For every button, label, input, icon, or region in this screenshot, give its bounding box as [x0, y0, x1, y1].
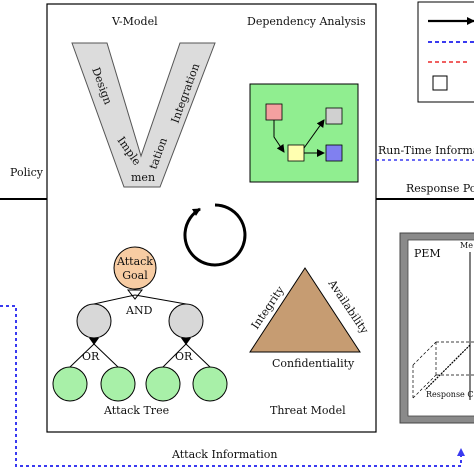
policy-label: Policy: [10, 166, 44, 179]
legend-square: [432, 75, 448, 91]
threat-model-title: Threat Model: [270, 404, 346, 417]
node-red: [265, 103, 283, 121]
pem-axis-diagonal: [424, 344, 471, 391]
dependency-analysis-title: Dependency Analysis: [247, 15, 366, 28]
or-gate-left-icon: [89, 338, 99, 345]
or-label-left: OR: [82, 350, 100, 363]
node-gray: [325, 107, 343, 125]
v-model-title: V-Model: [111, 15, 158, 28]
implementation-part2: men: [131, 171, 155, 184]
confidentiality-label: Confidentiality: [272, 357, 355, 370]
attack-information-label: Attack Information: [171, 448, 278, 461]
pem-dashed-plane: [412, 341, 474, 399]
tree-mid-right: [168, 303, 204, 339]
v-shape: [71, 42, 216, 188]
tree-leaf-3: [145, 366, 181, 402]
tree-leaf-2: [100, 366, 136, 402]
edge-goal-right: [134, 294, 187, 305]
or-label-right: OR: [175, 350, 193, 363]
attack-tree-title: Attack Tree: [103, 404, 169, 417]
or-gate-right-icon: [181, 338, 191, 345]
response-policy-label: Response Po: [406, 182, 474, 195]
and-gate-icon: [126, 289, 144, 300]
attack-goal-line1: Attack: [116, 255, 153, 268]
node-yellow: [287, 144, 305, 162]
pem-me-label: Me: [460, 241, 473, 250]
edge-mid-left-leaf1: [69, 343, 95, 368]
edge-mid-right-leaf2: [185, 343, 211, 368]
edge-mid-right-leaf1: [162, 343, 187, 368]
and-label: AND: [125, 304, 153, 317]
attack-information-line: [0, 305, 465, 467]
tree-leaf-4: [192, 366, 228, 402]
edge-red-to-yellow: [273, 120, 285, 153]
tree-leaf-1: [52, 366, 88, 402]
run-time-information-label: Run-Time Informa: [378, 144, 474, 157]
pem-title: PEM: [414, 247, 441, 260]
pem-inner: [407, 239, 474, 417]
edge-mid-left-leaf2: [93, 343, 119, 368]
tree-mid-left: [76, 303, 112, 339]
edge-goal-left: [93, 294, 136, 305]
edge-yellow-to-gray: [303, 119, 325, 149]
attack-goal-line2: Goal: [122, 269, 148, 282]
cia-triangle: [249, 267, 361, 353]
pem-response-label: Response C: [426, 390, 473, 399]
cycle-arrow-icon: [183, 203, 247, 267]
dependency-graph-box: [249, 83, 359, 183]
attack-goal-node: [113, 246, 157, 290]
node-blue: [325, 144, 343, 162]
